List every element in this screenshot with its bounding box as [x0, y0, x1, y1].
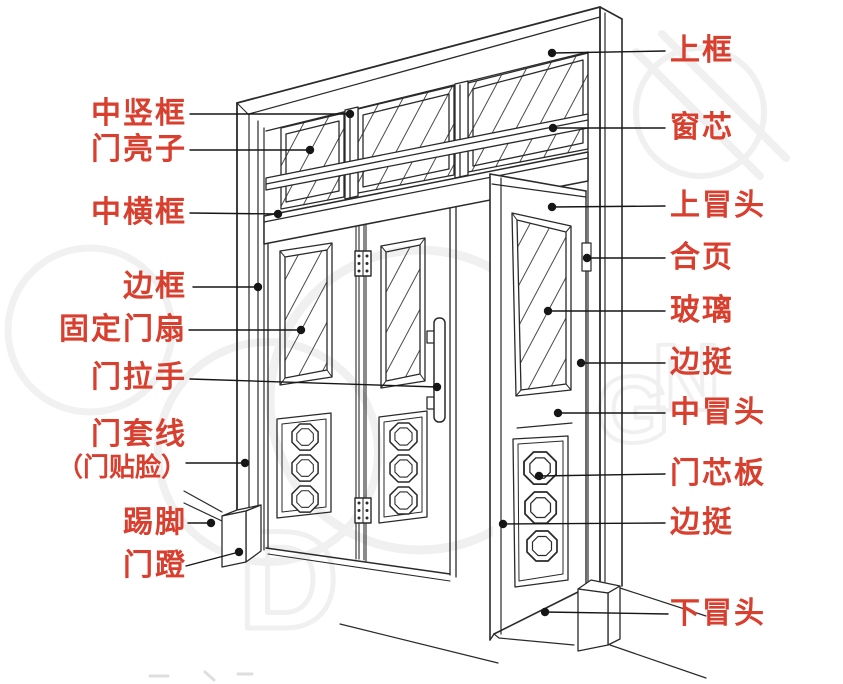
open-door-panel-group — [512, 435, 569, 588]
label-door-casing: 门套线 — [91, 418, 187, 451]
label-glass: 玻璃 — [670, 294, 734, 327]
skirting-lines — [183, 490, 223, 522]
middle-door-leaf — [265, 206, 457, 582]
transom-pane-middle — [357, 85, 455, 194]
right-pedestal — [577, 579, 621, 652]
fixed-door-panel-group — [276, 412, 332, 519]
watermark-bottom-marks — [148, 670, 254, 682]
middle-door-glass — [385, 244, 421, 382]
label-door-casing-alt: （门贴脸） — [56, 452, 187, 482]
label-mid-rail: 中冒头 — [670, 396, 766, 429]
hinge-upper — [354, 250, 372, 277]
watermark-letter-g: G — [596, 357, 670, 463]
label-door-handle: 门拉手 — [91, 361, 187, 394]
watermark-letter-n: N — [652, 325, 721, 431]
floor-line-center — [339, 623, 499, 664]
transom-window — [263, 52, 589, 245]
label-hinge: 合页 — [670, 241, 734, 274]
leader-lines — [185, 50, 669, 615]
label-door-step: 门蹬 — [123, 549, 187, 582]
label-center-mullion: 中竖框 — [91, 97, 187, 130]
watermark: D G N — [4, 30, 790, 661]
open-door-leaf — [489, 173, 592, 646]
label-transom: 门亮子 — [91, 133, 187, 166]
label-bottom-rail: 下冒头 — [670, 597, 766, 630]
label-side-frame: 边框 — [123, 270, 187, 303]
middle-door-panel-group — [378, 410, 428, 524]
label-skirting: 踢脚 — [123, 506, 187, 539]
fixed-door-leaf — [267, 242, 333, 549]
floor-lines-right — [609, 587, 707, 679]
fixed-door-glass — [284, 249, 328, 379]
transom-mullion-1 — [344, 106, 359, 200]
hinge-lower — [354, 497, 372, 524]
open-door-glass — [516, 219, 567, 391]
label-stile-upper: 边挺 — [670, 346, 734, 379]
mid-rail-frame — [263, 151, 589, 245]
label-door-core-panel: 门芯板 — [670, 457, 766, 490]
door-handle — [426, 317, 446, 423]
transom-mullion-2 — [454, 80, 469, 179]
label-mid-horizontal-frame: 中横框 — [91, 196, 187, 229]
label-top-frame: 上框 — [670, 34, 734, 67]
label-fixed-door-leaf: 固定门扇 — [59, 313, 187, 346]
label-top-rail: 上冒头 — [670, 189, 766, 222]
door-frame — [236, 6, 623, 595]
leader-dots — [206, 48, 592, 617]
label-window-muntin: 窗芯 — [670, 111, 734, 144]
label-stile-lower: 边挺 — [670, 506, 734, 539]
